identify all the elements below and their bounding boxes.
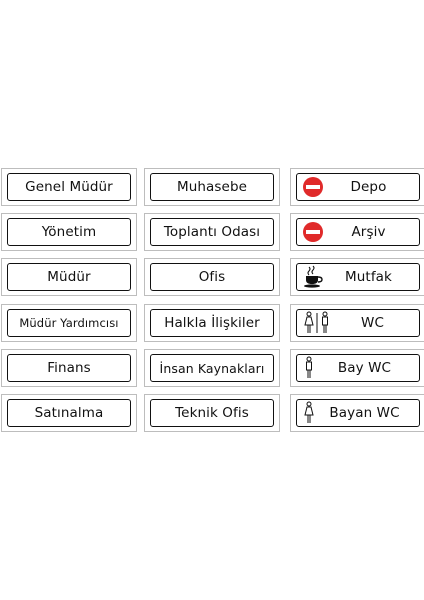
no-entry-icon [302,176,324,198]
sign-muhasebe: Muhasebe [144,168,280,206]
sign-frame: Yönetim [7,218,131,246]
sign-finans: Finans [1,349,137,387]
sign-bayan-wc: Bayan WC [290,394,424,432]
sign-label: Muhasebe [176,179,248,195]
sign-label: Bayan WC [329,405,400,421]
sign-frame: Bay WC [296,354,420,382]
sign-yonetim: Yönetim [1,213,137,251]
sign-label: Satınalma [34,405,104,421]
sign-mutfak: Mutfak [290,258,424,296]
sign-frame: Teknik Ofis [150,399,274,427]
sign-label: Toplantı Odası [163,224,261,240]
sign-wc: WC [290,304,424,342]
sign-label: Yönetim [41,224,97,240]
sign-insan-kaynaklari: İnsan Kaynakları [144,349,280,387]
sign-label: Arşiv [351,224,386,240]
sign-ofis: Ofis [144,258,280,296]
sign-satinalma: Satınalma [1,394,137,432]
sign-frame: Genel Müdür [7,173,131,201]
sign-genel-mudur: Genel Müdür [1,168,137,206]
coffee-cup-icon [302,265,324,289]
sign-frame: Ofis [150,263,274,291]
sign-toplanti-odasi: Toplantı Odası [144,213,280,251]
sign-halkla-iliskiler: Halkla İlişkiler [144,304,280,342]
sign-label: Genel Müdür [25,179,113,195]
woman-icon [302,401,316,425]
sign-label: İnsan Kaynakları [159,360,265,376]
sign-frame: Bayan WC [296,399,420,427]
sign-depo: Depo [290,168,424,206]
sign-frame: Muhasebe [150,173,274,201]
sign-frame: Satınalma [7,399,131,427]
sign-mudur: Müdür [1,258,137,296]
sign-label: Müdür [47,269,91,285]
no-entry-icon [302,221,324,243]
sign-frame: İnsan Kaynakları [150,354,274,382]
sign-bay-wc: Bay WC [290,349,424,387]
sign-frame: Halkla İlişkiler [150,309,274,337]
sign-label: Müdür Yardımcısı [19,316,119,330]
sign-label: WC [361,315,384,331]
sign-label: Teknik Ofis [175,405,249,421]
sign-label: Depo [350,179,387,195]
sign-frame: Arşiv [296,218,420,246]
sign-label: Ofis [198,269,226,285]
sign-teknik-ofis: Teknik Ofis [144,394,280,432]
sign-mudur-yardimcisi: Müdür Yardımcısı [1,304,137,342]
sign-frame: Finans [7,354,131,382]
man-icon [302,356,316,380]
sign-label: Bay WC [337,360,392,376]
sign-frame: Müdür [7,263,131,291]
sign-label: Halkla İlişkiler [164,315,260,331]
man-woman-icon [302,311,332,335]
sign-frame: WC [296,309,420,337]
sign-frame: Depo [296,173,420,201]
sign-frame: Toplantı Odası [150,218,274,246]
sign-frame: Müdür Yardımcısı [7,309,131,337]
sign-frame: Mutfak [296,263,420,291]
sign-label: Mutfak [345,269,392,285]
sign-label: Finans [47,360,91,376]
sign-arsiv: Arşiv [290,213,424,251]
